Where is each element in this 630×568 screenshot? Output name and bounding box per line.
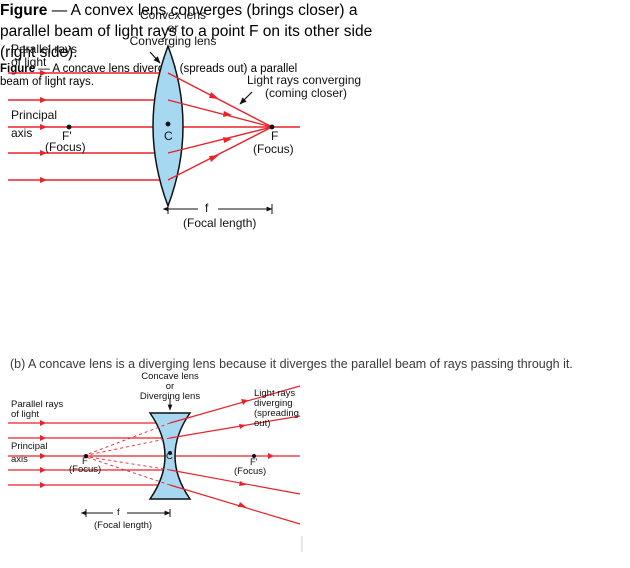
converging-rays <box>167 72 300 181</box>
focus-right-dot-b <box>252 454 256 458</box>
lens-title-b-line2: or <box>165 381 175 392</box>
lens-pointer-arrow <box>149 51 161 64</box>
converging-ray-arrows <box>209 92 232 162</box>
focus-left-letter: F' <box>62 129 72 143</box>
parallel-rays-label: Parallel rays of light <box>11 43 77 69</box>
principal-label-b: Principal <box>11 441 48 452</box>
diverging-label-line2: diverging <box>254 398 293 409</box>
lens-title-b-line3: Diverging lens <box>139 391 201 402</box>
lens-title-b-line1: Concave lens <box>141 371 199 382</box>
principal-axis-label: Principal axis <box>11 109 57 140</box>
caption-text-a: — A convex lens converges (brings closer… <box>0 2 373 61</box>
caption-bold-a: Figure <box>0 2 48 19</box>
lens-title-line1: Convex lens <box>139 8 207 22</box>
focus-right-letter-b: F' <box>250 457 258 468</box>
diverging-rays <box>169 385 301 525</box>
center-dot <box>165 121 171 127</box>
converging-label: Light rays converging (coming closer) <box>247 74 361 100</box>
center-label: C <box>164 129 173 143</box>
parallel-rays-b-line1: Parallel rays <box>11 399 64 410</box>
diverging-label: Light rays diverging (spreading out) <box>254 389 299 429</box>
converging-label-line2: (coming closer) <box>265 86 348 100</box>
focus-right-dot <box>269 124 275 130</box>
diverging-label-line4: out) <box>254 418 271 429</box>
focus-left-dot <box>66 124 72 130</box>
focus-right-letter: F <box>271 129 279 143</box>
incoming-ray-arrows <box>40 70 47 183</box>
focus-left-letter-b: F <box>82 456 88 467</box>
focal-length-label-b: (Focal length) <box>94 520 153 531</box>
diverging-ray-arrows <box>238 399 274 507</box>
converging-pointer-arrow <box>239 91 253 105</box>
parallel-rays-line2: of light <box>11 55 47 69</box>
focus-right-label: (Focus) <box>253 142 294 156</box>
virtual-ray-extensions <box>82 422 171 486</box>
focal-length-label: (Focal length) <box>183 216 257 230</box>
caption-bold-b: Figure <box>0 63 36 75</box>
center-dot-b <box>168 451 172 455</box>
center-label-b: C <box>166 451 173 462</box>
f-symbol-b: f <box>117 507 120 518</box>
principal-label: Principal <box>11 108 58 122</box>
focus-left-label: (Focus) <box>45 140 86 154</box>
lens-title-line3: Converging lens <box>129 34 217 48</box>
concave-lens <box>148 412 192 500</box>
axis-label-b: axis <box>11 454 28 465</box>
lens-title-line2: or <box>167 21 179 35</box>
incoming-ray-arrows-b <box>40 420 46 488</box>
parallel-rays-line1: Parallel rays <box>11 42 78 56</box>
parallel-rays-label-b: Parallel rays of light <box>11 400 63 420</box>
converging-label-line1: Light rays converging <box>247 73 362 87</box>
diverging-label-line1: Light rays <box>254 388 296 399</box>
axis-label: axis <box>11 126 33 140</box>
parallel-rays-b-line2: of light <box>11 409 39 420</box>
section-b-intro: (b) A concave lens is a diverging lens b… <box>10 357 573 371</box>
focus-left-dot-b <box>84 454 88 458</box>
f-symbol: f <box>205 201 209 215</box>
figure-caption-a: Figure — A convex lens converges (brings… <box>0 0 382 63</box>
lens-title-b: Concave lens or Diverging lens <box>128 372 212 402</box>
incoming-rays-b <box>8 422 165 486</box>
lens-title-a: Convex lens or Converging lens <box>118 9 228 48</box>
principal-axis-label-b: Principal axis <box>11 442 47 465</box>
diverging-label-line3: (spreading <box>254 408 299 419</box>
focus-right-label-b: (Focus) <box>234 466 267 477</box>
focus-left-label-b: (Focus) <box>69 464 102 475</box>
incoming-rays <box>8 72 163 181</box>
